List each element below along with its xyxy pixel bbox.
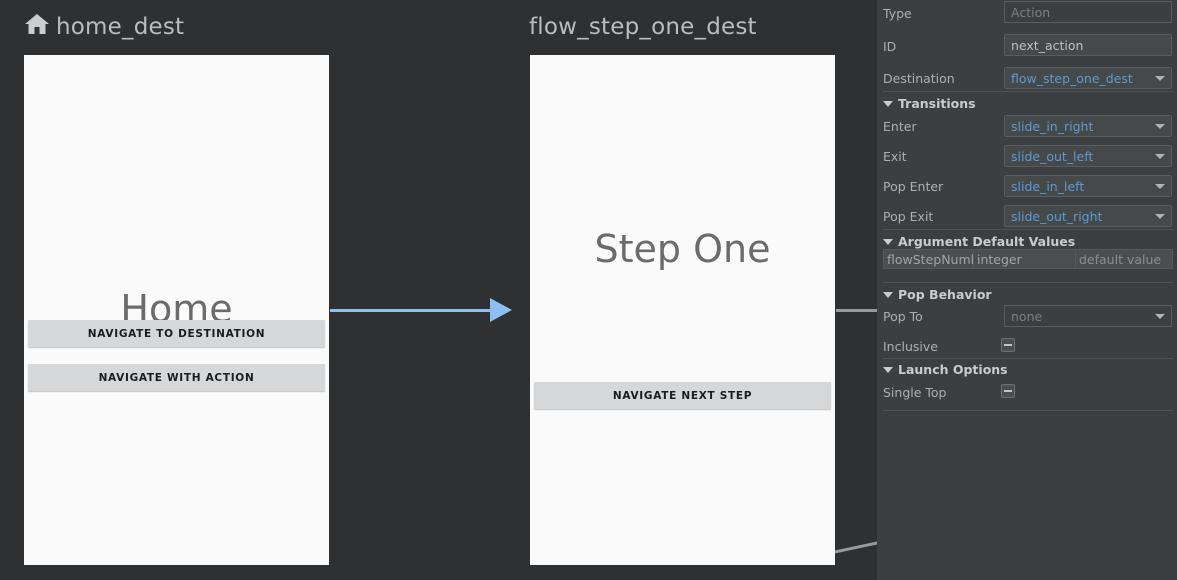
chevron-down-icon (1155, 76, 1165, 81)
checkbox-inclusive[interactable] (1001, 338, 1015, 352)
chevron-down-icon (1155, 314, 1165, 319)
section-header-transitions[interactable]: Transitions (883, 96, 976, 111)
combo-pop-exit-value: slide_out_right (1011, 208, 1103, 224)
triangle-down-icon (883, 366, 893, 373)
divider-2 (883, 229, 1173, 230)
arg-cell-type[interactable]: integer (973, 249, 1076, 269)
preview-title-step-one: Step One (594, 227, 771, 271)
section-title-transitions: Transitions (898, 96, 976, 111)
field-type[interactable]: Action (1004, 1, 1172, 23)
checkbox-single-top[interactable] (1001, 384, 1015, 398)
label-id: ID (883, 39, 897, 54)
chevron-down-icon (1155, 214, 1165, 219)
section-title-pop-behavior: Pop Behavior (898, 287, 992, 302)
label-single-top: Single Top (883, 385, 947, 400)
combo-enter[interactable]: slide_in_right (1004, 115, 1172, 137)
combo-pop-to-value: none (1011, 308, 1043, 324)
destination-frame-home[interactable]: Home NAVIGATE TO DESTINATION NAVIGATE WI… (24, 55, 329, 565)
label-exit: Exit (883, 149, 907, 164)
preview-button-navigate-to-destination[interactable]: NAVIGATE TO DESTINATION (28, 320, 325, 347)
arg-cell-name[interactable]: flowStepNumbe (883, 249, 974, 269)
triangle-down-icon (883, 238, 893, 245)
destination-frame-flow-step-one[interactable]: Step One NAVIGATE NEXT STEP (530, 55, 835, 565)
label-pop-enter: Pop Enter (883, 179, 944, 194)
home-icon (25, 14, 49, 34)
triangle-down-icon (883, 100, 893, 107)
divider-1 (883, 91, 1173, 92)
label-pop-to: Pop To (883, 309, 923, 324)
combo-pop-to[interactable]: none (1004, 305, 1172, 327)
navigation-graph-canvas[interactable]: home_dest Home NAVIGATE TO DESTINATION N… (0, 0, 877, 580)
section-title-argument-default-values: Argument Default Values (898, 234, 1076, 249)
destination-title-home[interactable]: home_dest (56, 14, 185, 40)
combo-exit-value: slide_out_left (1011, 148, 1094, 164)
divider-3 (883, 282, 1173, 283)
divider-5 (883, 410, 1173, 411)
combo-pop-enter[interactable]: slide_in_left (1004, 175, 1172, 197)
combo-pop-enter-value: slide_in_left (1011, 178, 1085, 194)
combo-destination-value: flow_step_one_dest (1011, 70, 1133, 86)
divider-4 (883, 358, 1173, 359)
label-type: Type (883, 6, 912, 21)
attributes-panel: Type Action ID next_action Destination f… (877, 0, 1177, 580)
arg-cell-default-value[interactable]: default value (1075, 249, 1173, 269)
chevron-down-icon (1155, 184, 1165, 189)
field-id[interactable]: next_action (1004, 34, 1172, 56)
label-inclusive: Inclusive (883, 339, 938, 354)
combo-enter-value: slide_in_right (1011, 118, 1094, 134)
label-enter: Enter (883, 119, 917, 134)
section-title-launch-options: Launch Options (898, 362, 1008, 377)
connection-arrow-head (490, 298, 512, 322)
combo-destination[interactable]: flow_step_one_dest (1004, 67, 1172, 89)
label-destination: Destination (883, 71, 955, 86)
chevron-down-icon (1155, 124, 1165, 129)
connection-stub-right[interactable] (836, 309, 877, 312)
section-header-argument-default-values[interactable]: Argument Default Values (883, 234, 1075, 249)
destination-title-flow-step-one[interactable]: flow_step_one_dest (529, 14, 757, 40)
combo-exit[interactable]: slide_out_left (1004, 145, 1172, 167)
triangle-down-icon (883, 291, 893, 298)
preview-button-navigate-next-step[interactable]: NAVIGATE NEXT STEP (534, 382, 831, 409)
label-pop-exit: Pop Exit (883, 209, 934, 224)
section-header-pop-behavior[interactable]: Pop Behavior (883, 287, 992, 302)
chevron-down-icon (1155, 154, 1165, 159)
section-header-launch-options[interactable]: Launch Options (883, 362, 1008, 377)
connection-arrow-line[interactable] (330, 309, 492, 312)
combo-pop-exit[interactable]: slide_out_right (1004, 205, 1172, 227)
preview-button-navigate-with-action[interactable]: NAVIGATE WITH ACTION (28, 364, 325, 391)
